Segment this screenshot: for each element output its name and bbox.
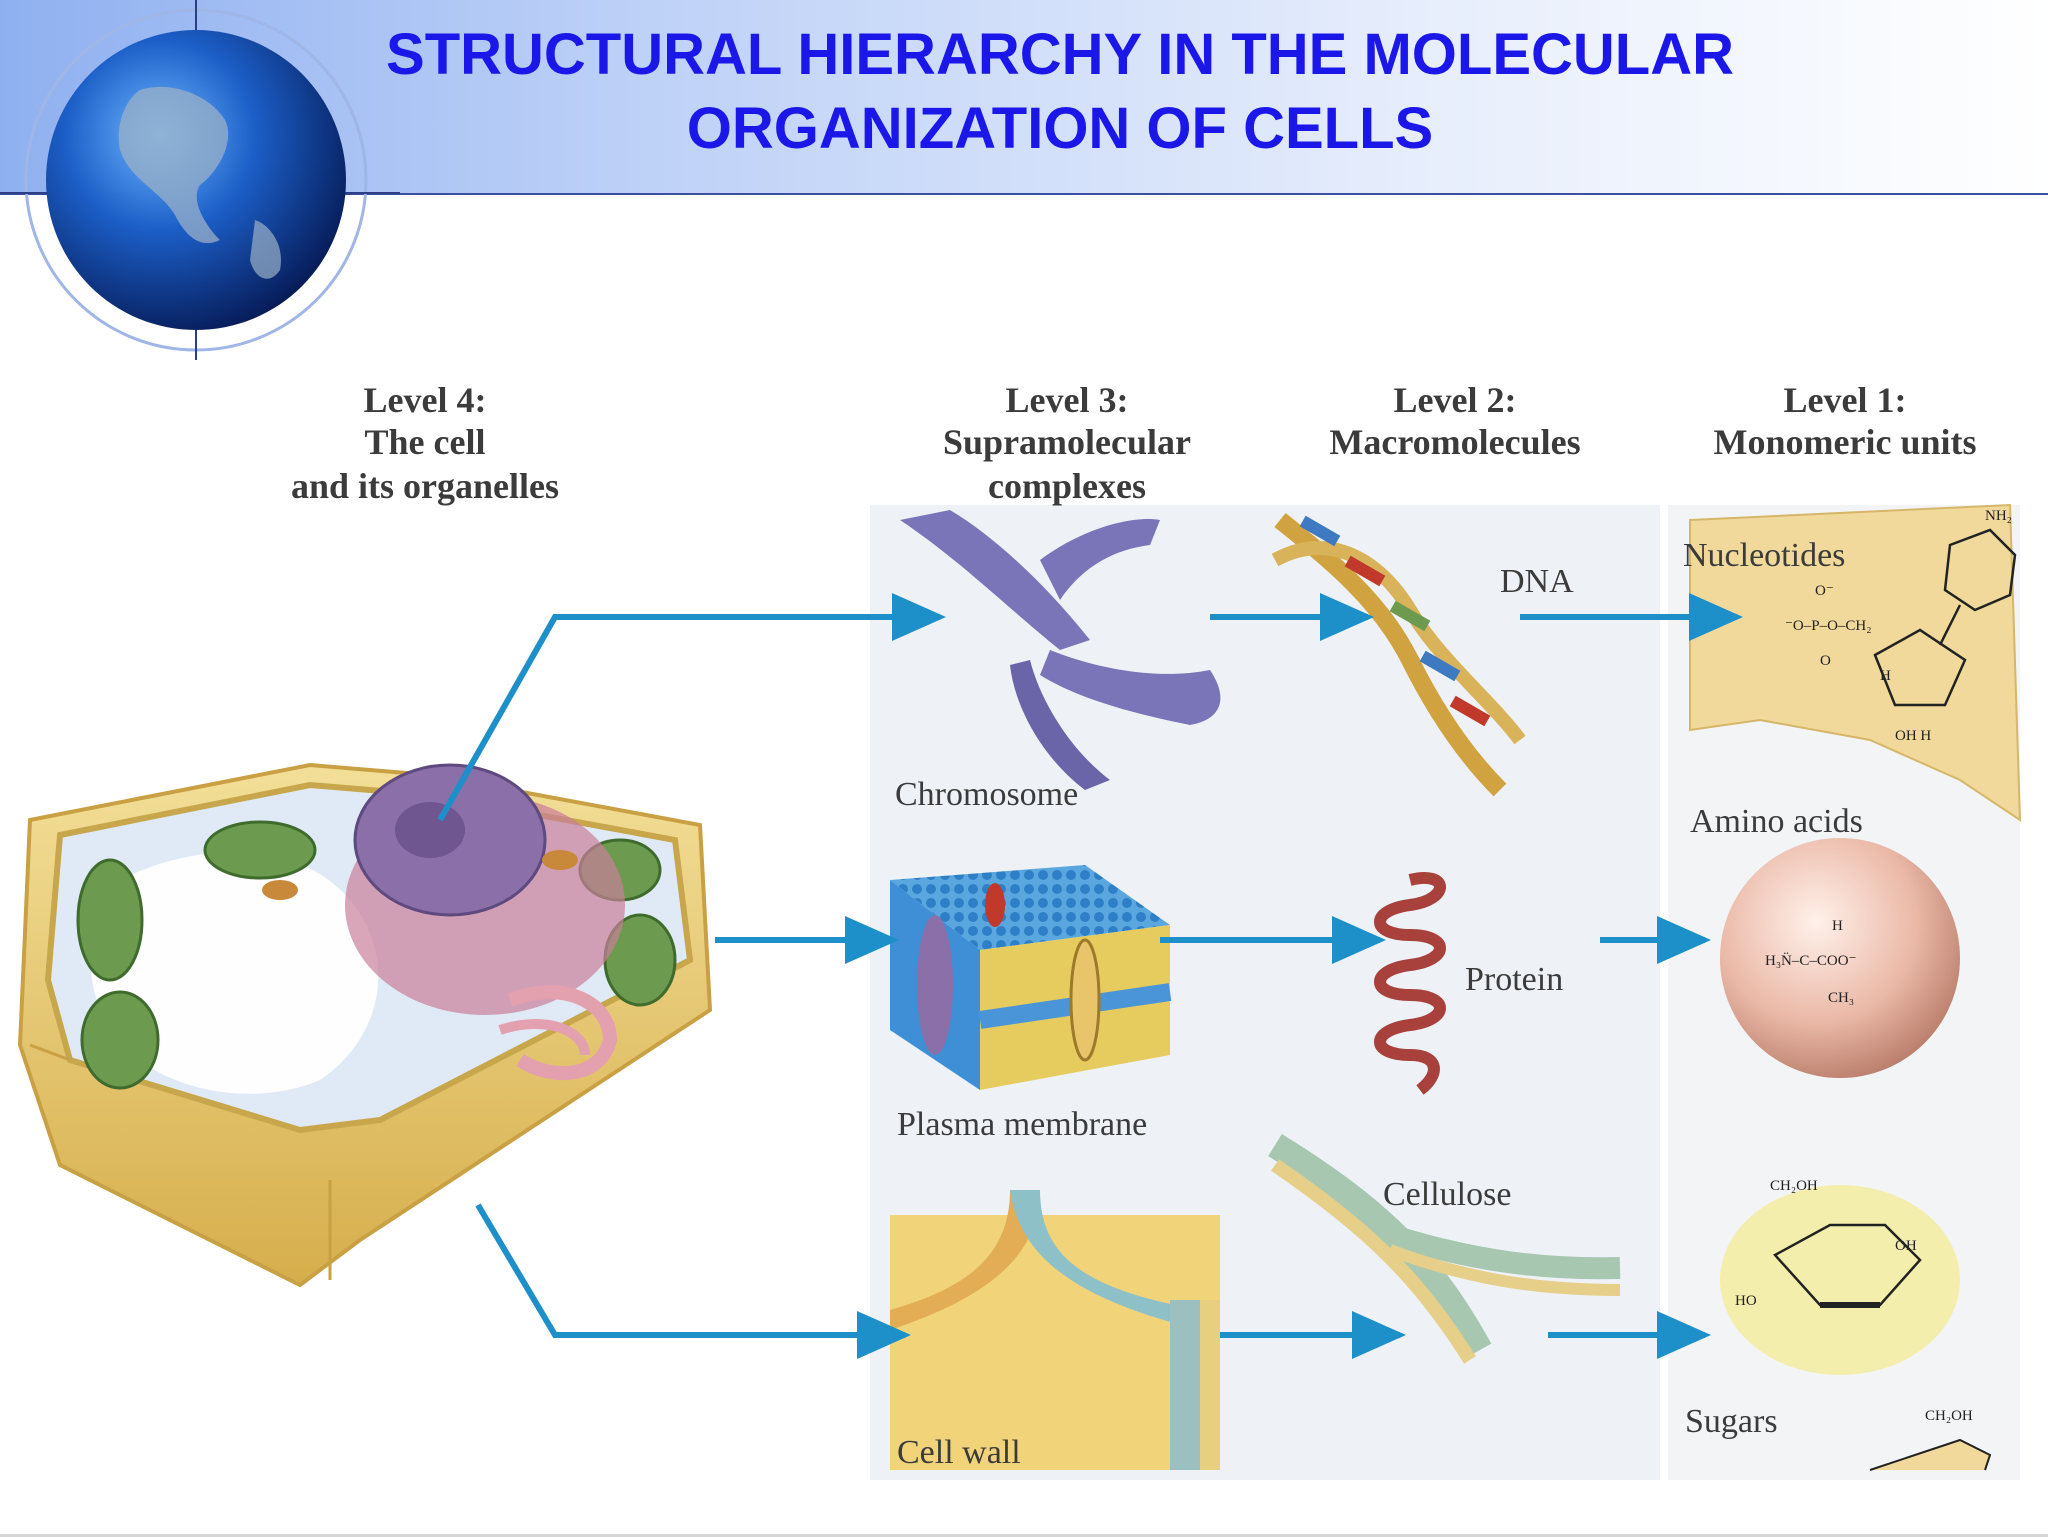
nucleotide-illustration: NH₂ ⁻O–P–O–CH₂ O⁻ O OH H H [1689, 503, 2022, 822]
label-cell-wall: Cell wall [897, 1434, 1021, 1471]
level4-line3: and its organelles [291, 466, 559, 506]
nucleotide-o: O [1820, 653, 1831, 669]
sugar-ch2oh: CH₂OH [1770, 1178, 1818, 1194]
level3-header: Level 3: Supramolecular complexes [943, 380, 1191, 506]
protein-helix-illustration [1374, 872, 1446, 1095]
amino-acid-illustration: H H₃N̈–C–COO⁻ CH₃ [1720, 838, 1960, 1078]
dna-helix-illustration [1271, 512, 1526, 797]
cellulose-illustration [1268, 1133, 1621, 1364]
vacuole [90, 852, 379, 1094]
level2-line2: Macromolecules [1329, 422, 1580, 462]
plant-cell-illustration [17, 762, 713, 1288]
level2-header: Level 2: Macromolecules [1329, 380, 1580, 462]
nucleotide-o-minus: O⁻ [1815, 583, 1834, 599]
arrows [437, 593, 1743, 1359]
sugar-illustration: CH₂OH OH HO CH₂OH [1720, 1178, 1992, 1471]
chloroplast [76, 858, 144, 982]
level3-line2: Supramolecular [943, 422, 1191, 462]
level3-line1: Level 3: [1006, 380, 1129, 420]
mitochondrion [542, 850, 578, 870]
level4-line2: The cell [365, 422, 486, 462]
membrane-protein [917, 915, 953, 1055]
nucleotide-phosphate: ⁻O–P–O–CH₂ [1785, 618, 1872, 634]
hierarchy-diagram: Level 4: The cell and its organelles Lev… [17, 380, 2022, 1480]
level1-line2: Monomeric units [1714, 422, 1977, 462]
level4-line1: Level 4: [364, 380, 487, 420]
golgi-apparatus [507, 985, 618, 1081]
label-nucleotides: Nucleotides [1683, 537, 1845, 574]
label-amino-acids: Amino acids [1690, 803, 1863, 840]
level1-header: Level 1: Monomeric units [1714, 380, 1977, 462]
plasma-membrane-illustration [890, 865, 1172, 1090]
chloroplast [80, 990, 160, 1090]
arrow-cell-to-cell-wall [475, 1203, 911, 1359]
amino-acid-h: H [1832, 918, 1843, 934]
nucleotide-nh2: NH₂ [1985, 508, 2012, 524]
label-chromosome: Chromosome [895, 776, 1078, 813]
amino-acid-formula: H₃N̈–C–COO⁻ [1765, 952, 1857, 969]
chromosome-illustration [900, 510, 1221, 790]
level3-line3: complexes [988, 466, 1146, 506]
membrane-channel [1069, 938, 1101, 1062]
label-dna: DNA [1500, 563, 1574, 600]
chloroplast [203, 820, 317, 880]
bottom-rule [0, 1534, 2048, 1537]
label-protein: Protein [1465, 961, 1563, 998]
sugar-oh: OH [1895, 1238, 1917, 1254]
nucleotide-h: H [1880, 668, 1891, 684]
level1-line1: Level 1: [1784, 380, 1907, 420]
header-rule [0, 193, 2048, 195]
globe-logo [0, 0, 400, 360]
label-cellulose: Cellulose [1383, 1176, 1511, 1213]
nucleotide-oh-h: OH H [1895, 728, 1931, 744]
label-plasma-membrane: Plasma membrane [897, 1106, 1147, 1143]
level4-header: Level 4: The cell and its organelles [291, 380, 559, 506]
cell-wall-illustration [890, 1190, 1220, 1470]
nucleolus [395, 802, 465, 858]
label-sugars: Sugars [1685, 1403, 1778, 1440]
sugar-ch2oh-partial: CH₂OH [1925, 1408, 1973, 1424]
slide-title: STRUCTURAL HIERARCHY IN THE MOLECULAR OR… [386, 22, 1734, 161]
level2-line1: Level 2: [1394, 380, 1517, 420]
amino-acid-ch3: CH₃ [1828, 990, 1854, 1006]
mitochondrion [262, 880, 298, 900]
sugar-ho: HO [1735, 1293, 1757, 1309]
arrow-cell-to-chromosome [437, 593, 946, 822]
